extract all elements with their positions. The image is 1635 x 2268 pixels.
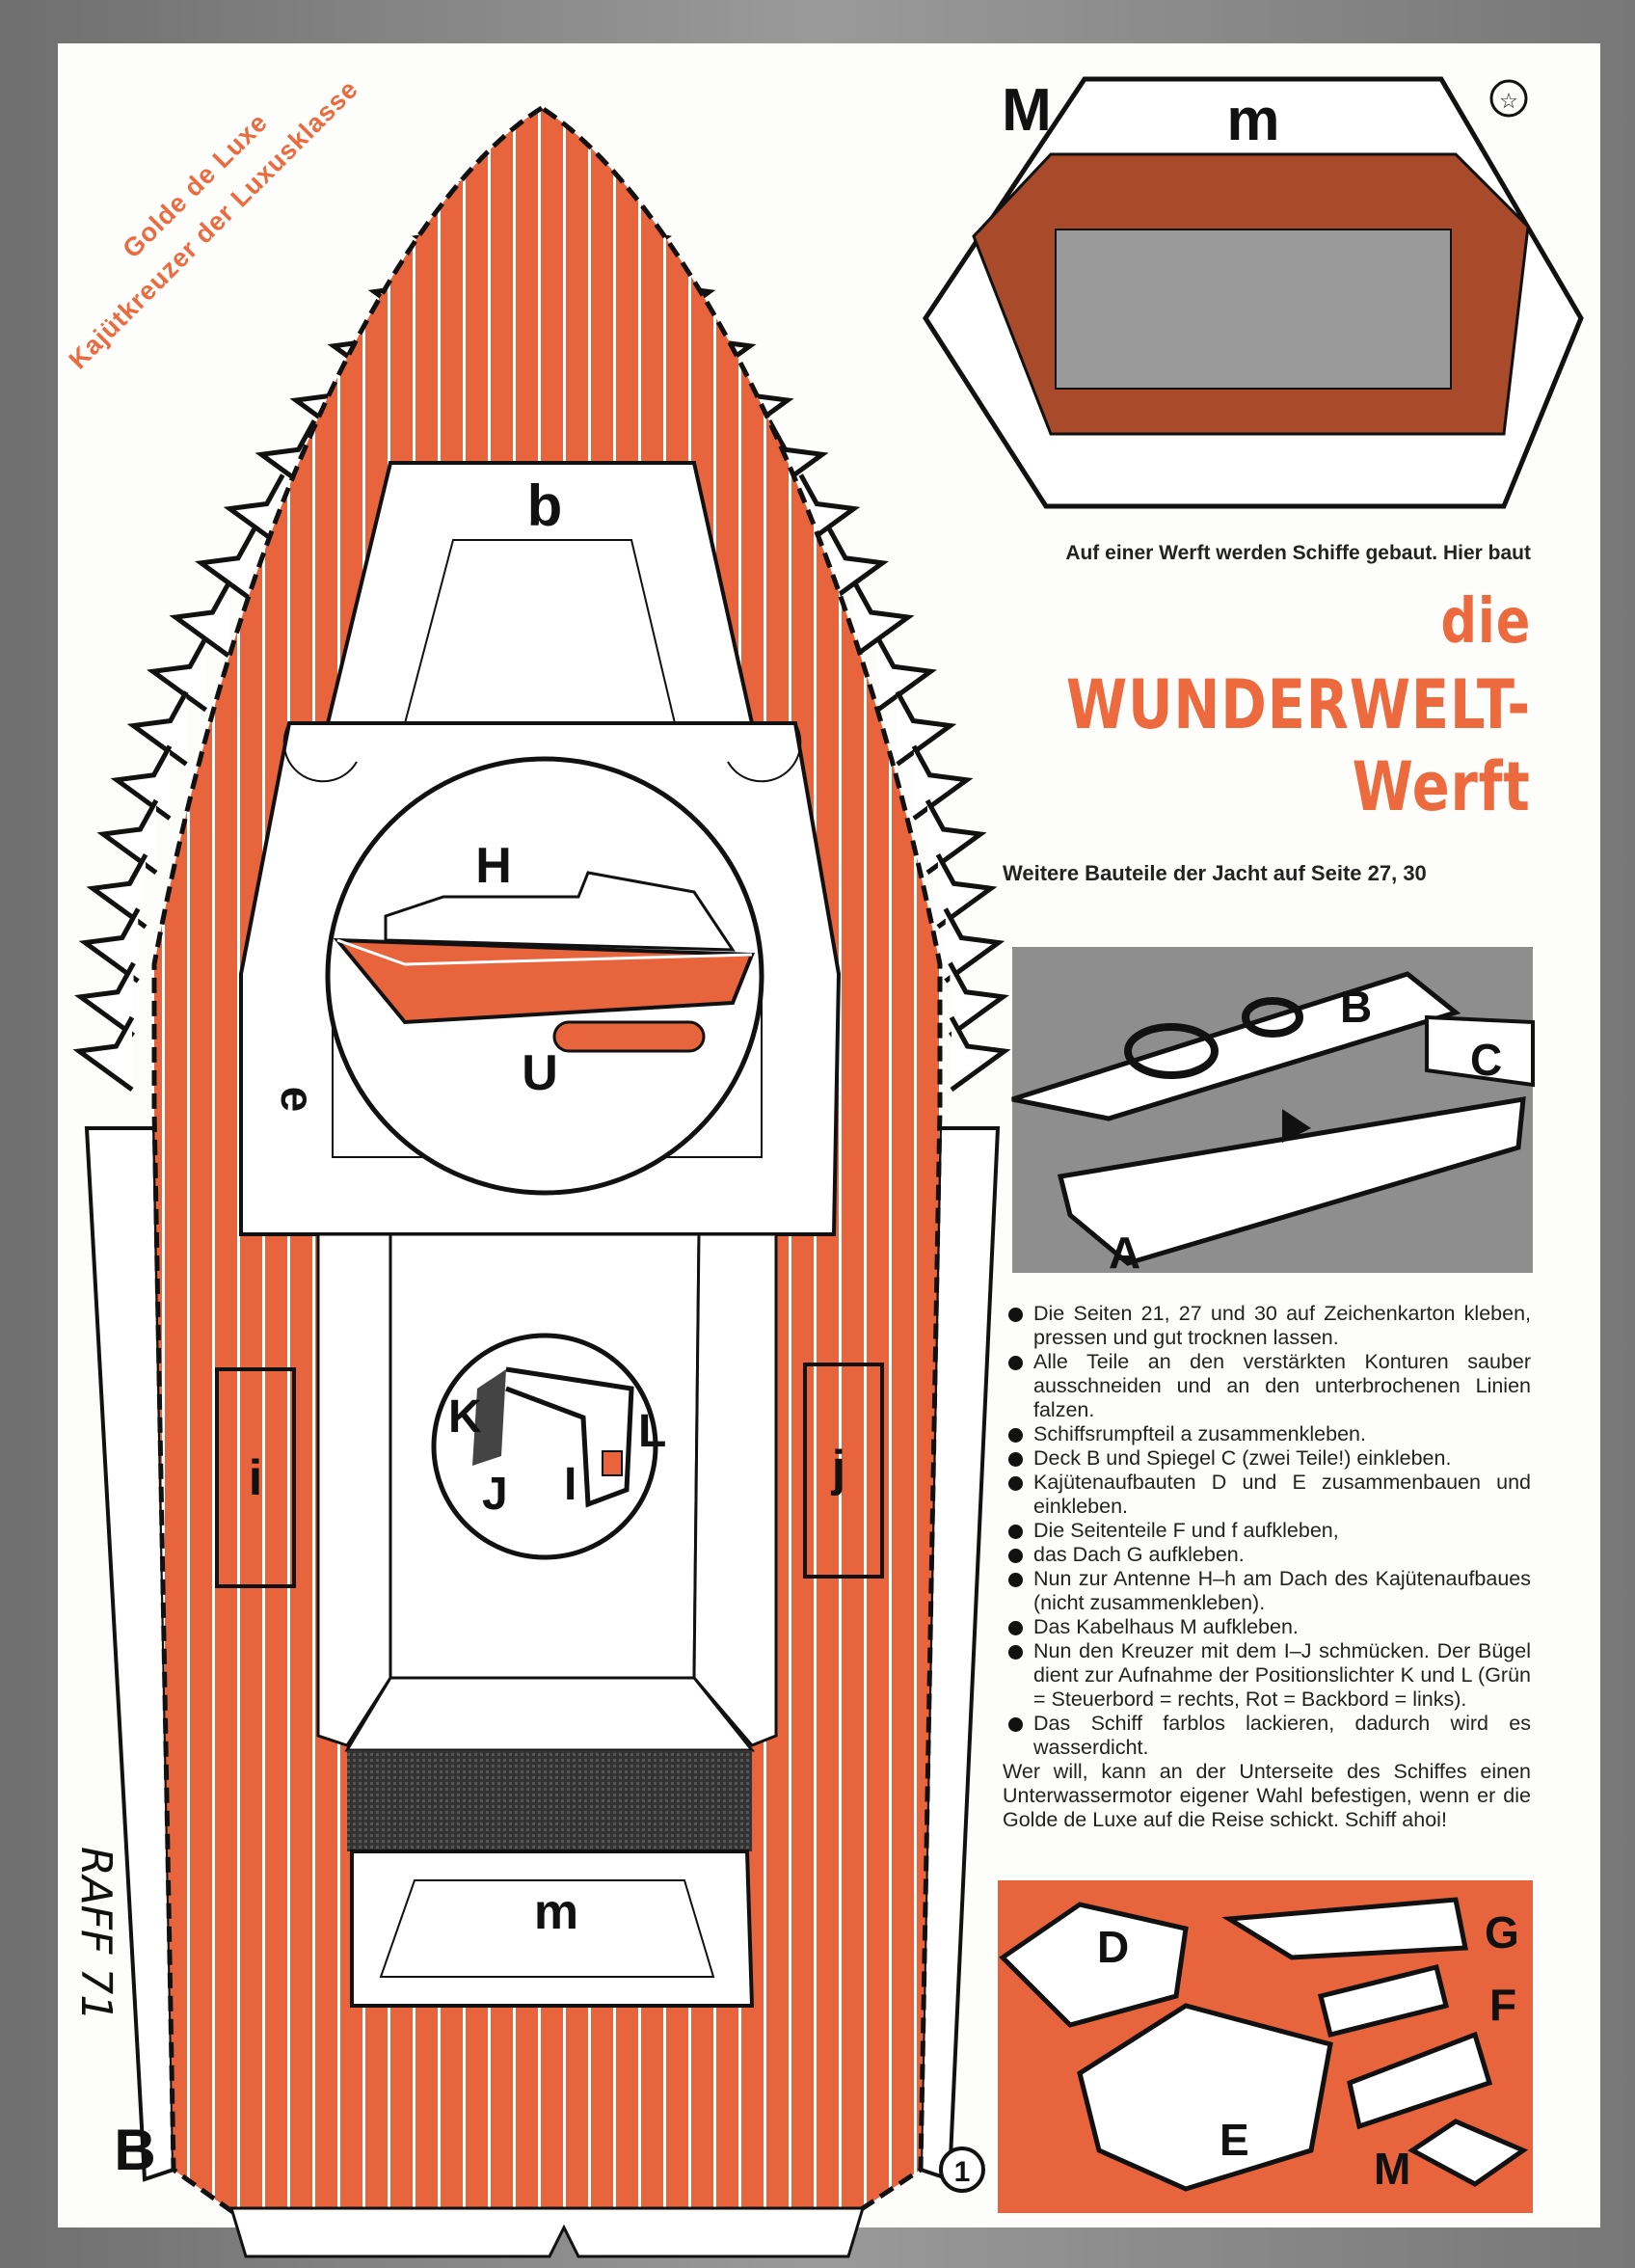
star-glyph: ☆	[1499, 89, 1518, 113]
svg-text:D: D	[1097, 1922, 1129, 1972]
page-number: 1	[954, 2156, 971, 2188]
assembly-diagram-1: B C A	[1011, 947, 1535, 1278]
glue-tab	[852, 581, 915, 659]
assembly-diagram-2: D G F E M	[998, 1880, 1533, 2213]
instruction-step: das Dach G aufkleben.	[1003, 1543, 1531, 1567]
glue-tab	[223, 473, 285, 550]
glue-tab	[86, 853, 148, 930]
svg-text:A: A	[1109, 1228, 1140, 1278]
instruction-step: Kajütenaufbauten D und E zusammenbauen u…	[1003, 1471, 1531, 1519]
more-parts-note: Weitere Bauteile der Jacht auf Seite 27,…	[1003, 861, 1427, 885]
aft-deck: K J I L i j m	[215, 1232, 884, 2008]
instruction-step: Schiffsrumpfteil a zusammenkleben.	[1003, 1422, 1531, 1446]
instruction-step: Das Kabelhaus M aufkleben.	[1003, 1615, 1531, 1639]
glue-tab	[943, 907, 1005, 984]
svg-text:m: m	[534, 1884, 578, 1940]
glue-tab	[935, 853, 998, 930]
svg-text:F: F	[1489, 1980, 1516, 2030]
instruction-step: Deck B und Spiegel C (zwei Teile!) einkl…	[1003, 1446, 1531, 1471]
part-b: b	[325, 461, 755, 725]
title-line-2: WUNDERWELT-	[1065, 665, 1531, 744]
glue-tab	[827, 527, 889, 604]
title-line-3: Werft	[1352, 747, 1531, 826]
glue-tab	[147, 636, 208, 713]
part-label-B: B	[114, 2118, 155, 2182]
svg-text:I: I	[564, 1459, 576, 1510]
glue-tab	[925, 798, 987, 876]
instructions: Die Seiten 21, 27 und 30 auf Zeichenkart…	[1003, 1302, 1531, 1832]
intro-text: Auf einer Werft werden Schiffe gebaut. H…	[1065, 542, 1531, 564]
glue-tab	[72, 1015, 135, 1093]
svg-text:L: L	[638, 1406, 666, 1457]
glue-tab	[169, 581, 231, 659]
svg-text:J: J	[482, 1469, 508, 1520]
instruction-step: Nun den Kreuzer mit dem I–J schmücken. D…	[1003, 1639, 1531, 1712]
svg-text:M: M	[1002, 77, 1052, 144]
svg-text:M: M	[1374, 2144, 1410, 2194]
page-number-circle	[939, 2146, 985, 2193]
glue-tab	[96, 798, 159, 876]
svg-text:Kajütkreuzer der Luxusklasse: Kajütkreuzer der Luxusklasse	[64, 74, 364, 375]
star-icon	[1489, 79, 1528, 118]
glue-tab	[875, 636, 937, 713]
glue-tab	[126, 690, 189, 767]
svg-text:H: H	[475, 838, 512, 894]
instruction-step: Die Seitenteile F und f aufkleben,	[1003, 1519, 1531, 1543]
glue-tab	[110, 744, 173, 821]
svg-text:U: U	[522, 1045, 558, 1101]
glue-tab	[78, 907, 141, 984]
svg-text:m: m	[1226, 87, 1279, 153]
closing-text: Wer will, kann an der Unterseite des Sch…	[1003, 1760, 1531, 1831]
instruction-step: Alle Teile an den verstärkten Konturen s…	[1003, 1350, 1531, 1422]
instruction-step: Nun zur Antenne H–h am Dach des Kajütena…	[1003, 1567, 1531, 1615]
instruction-step: Die Seiten 21, 27 und 30 auf Zeichenkart…	[1003, 1302, 1531, 1350]
artist-signature: RAFF 71	[71, 1847, 121, 2021]
model-subtitle: Golde de Luxe Kajütkreuzer der Luxusklas…	[64, 74, 364, 375]
svg-text:G: G	[1485, 1907, 1519, 1958]
glue-tab	[195, 527, 256, 604]
glue-tab	[911, 744, 974, 821]
glue-tab	[948, 961, 1009, 1038]
svg-text:B: B	[1340, 982, 1372, 1032]
boat-illustration	[333, 871, 755, 1053]
instruction-step: Das Schiff farblos lackieren, dadurch wi…	[1003, 1712, 1531, 1760]
svg-text:b: b	[527, 473, 563, 538]
svg-text:C: C	[1470, 1035, 1502, 1085]
svg-text:K: K	[448, 1391, 482, 1443]
glue-tab	[949, 1015, 1011, 1093]
glue-tab	[74, 961, 136, 1038]
svg-text:e: e	[271, 1087, 322, 1113]
glue-tab	[895, 690, 957, 767]
svg-text:E: E	[1220, 2115, 1249, 2165]
part-m-cable-house: M m ☆	[923, 76, 1584, 509]
svg-text:j: j	[831, 1441, 845, 1497]
title-line-1: die	[1440, 586, 1531, 658]
svg-text:i: i	[249, 1450, 262, 1506]
